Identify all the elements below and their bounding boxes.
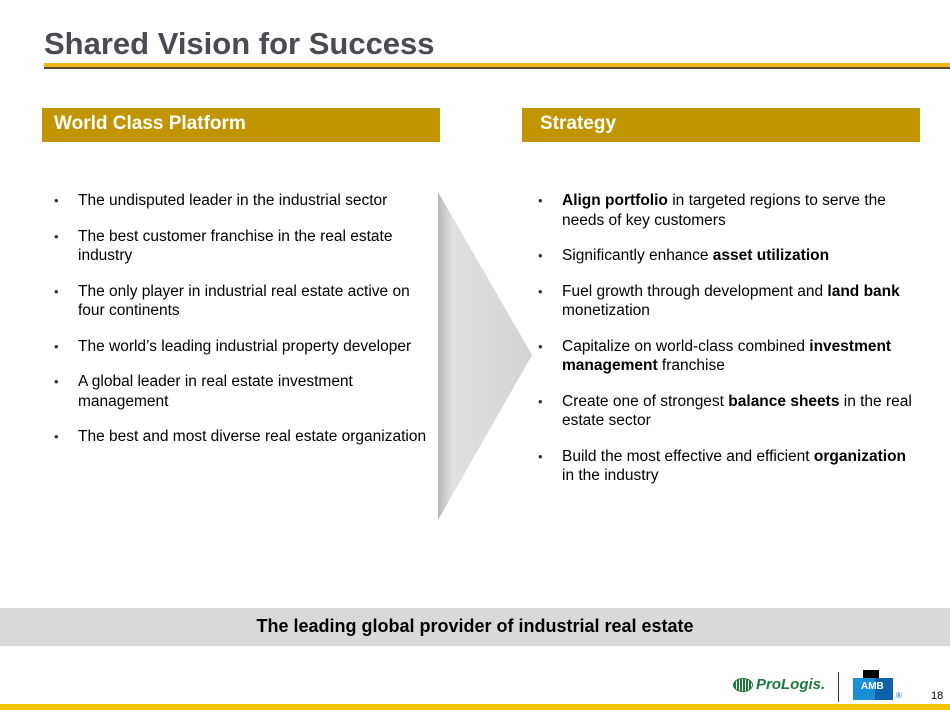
title-underline bbox=[44, 63, 950, 67]
bullet-text: The undisputed leader in the industrial … bbox=[78, 192, 388, 209]
bullet-text: in the real estate sector bbox=[562, 392, 912, 430]
bullet-item: Fuel growth through development and land… bbox=[536, 282, 920, 321]
bullet-text: in targeted regions to serve the needs o… bbox=[562, 192, 886, 229]
bullet-text: Fuel growth through development and bbox=[562, 282, 828, 300]
globe-icon bbox=[733, 677, 753, 692]
amb-logo: AMB bbox=[853, 670, 895, 702]
bullet-text: A global leader in real estate investmen… bbox=[78, 373, 353, 410]
bullet-text: The best customer franchise in the real … bbox=[78, 227, 393, 265]
bullet-emphasis: Align portfolio bbox=[562, 192, 668, 209]
title-underline-dark bbox=[44, 67, 950, 69]
bullet-item: Capitalize on world-class combined inves… bbox=[536, 337, 920, 376]
bullet-item: The undisputed leader in the industrial … bbox=[52, 191, 432, 211]
strategy-bullet-list: Align portfolio in targeted regions to s… bbox=[536, 191, 920, 502]
bullet-text: Capitalize on world-class combined bbox=[562, 337, 810, 355]
bullet-item: Create one of strongest balance sheets i… bbox=[536, 392, 920, 431]
bullet-emphasis: investment management bbox=[562, 337, 892, 375]
bullet-item: Align portfolio in targeted regions to s… bbox=[536, 191, 920, 230]
bullet-text: Create one of strongest bbox=[562, 392, 729, 410]
registered-mark: ® bbox=[896, 691, 902, 700]
bullet-item: The only player in industrial real estat… bbox=[52, 282, 432, 321]
prologis-logo: ProLogis. bbox=[733, 676, 825, 693]
bullet-text: The world’s leading industrial property … bbox=[78, 337, 412, 355]
footer-bar bbox=[0, 704, 950, 710]
logo-divider bbox=[838, 672, 839, 702]
chevron-arrow-icon bbox=[438, 192, 532, 520]
bullet-item: The world’s leading industrial property … bbox=[52, 337, 432, 357]
tagline: The leading global provider of industria… bbox=[256, 616, 694, 636]
platform-bullet-list: The undisputed leader in the industrial … bbox=[52, 191, 432, 463]
prologis-logo-text: ProLogis. bbox=[756, 676, 826, 693]
bullet-text: in the industry bbox=[562, 467, 659, 484]
tagline-band: The leading global provider of industria… bbox=[0, 608, 950, 646]
bullet-text: monetization bbox=[562, 302, 650, 319]
bullet-item: The best and most diverse real estate or… bbox=[52, 427, 432, 447]
bullet-emphasis: asset utilization bbox=[712, 247, 830, 264]
bullet-text: franchise bbox=[657, 357, 725, 374]
bullet-text: Build the most effective and efficient bbox=[562, 447, 814, 465]
bullet-text: The best and most diverse real estate or… bbox=[78, 428, 427, 445]
bullet-text: The only player in industrial real estat… bbox=[78, 282, 410, 320]
bullet-emphasis: balance sheets bbox=[728, 392, 840, 410]
bullet-emphasis: organization bbox=[813, 447, 907, 465]
bullet-item: Significantly enhance asset utilization bbox=[536, 246, 920, 266]
bullet-emphasis: land bank bbox=[827, 282, 900, 300]
bullet-item: The best customer franchise in the real … bbox=[52, 227, 432, 266]
bullet-item: A global leader in real estate investmen… bbox=[52, 372, 432, 411]
bullet-text: Significantly enhance bbox=[562, 247, 713, 264]
strategy-header: Strategy bbox=[522, 108, 920, 142]
slide-title: Shared Vision for Success bbox=[44, 26, 435, 61]
bullet-item: Build the most effective and efficient o… bbox=[536, 447, 920, 486]
amb-logo-text: AMB bbox=[861, 681, 884, 692]
world-class-platform-header: World Class Platform bbox=[42, 108, 440, 142]
page-number: 18 bbox=[931, 690, 944, 702]
